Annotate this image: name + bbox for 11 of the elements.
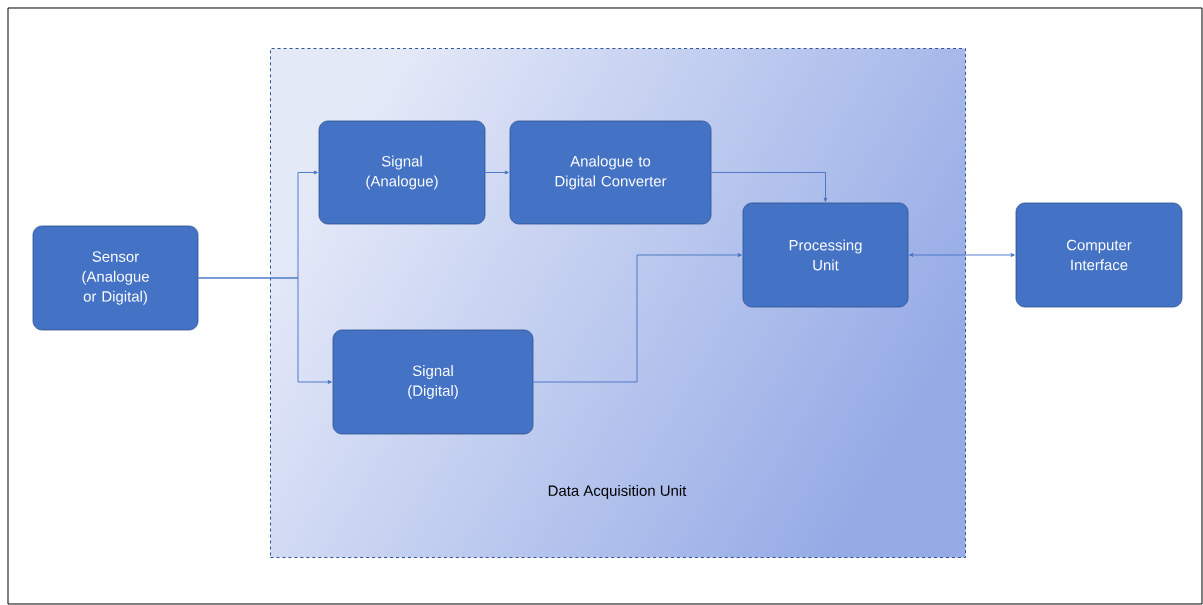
process-box: Analogue to Digital Converter <box>509 120 712 225</box>
arrow <box>710 172 828 202</box>
arrow <box>484 170 509 175</box>
process-box: Processing Unit <box>742 202 909 308</box>
process-box: Computer Interface <box>1015 202 1183 308</box>
process-box: Sensor (Analogue or Digital) <box>32 225 199 331</box>
arrow <box>909 253 1015 257</box>
process-box: Signal (Analogue) <box>318 120 486 225</box>
process-box: Signal (Digital) <box>332 329 534 435</box>
arrow <box>197 277 332 384</box>
arrow <box>532 253 742 383</box>
